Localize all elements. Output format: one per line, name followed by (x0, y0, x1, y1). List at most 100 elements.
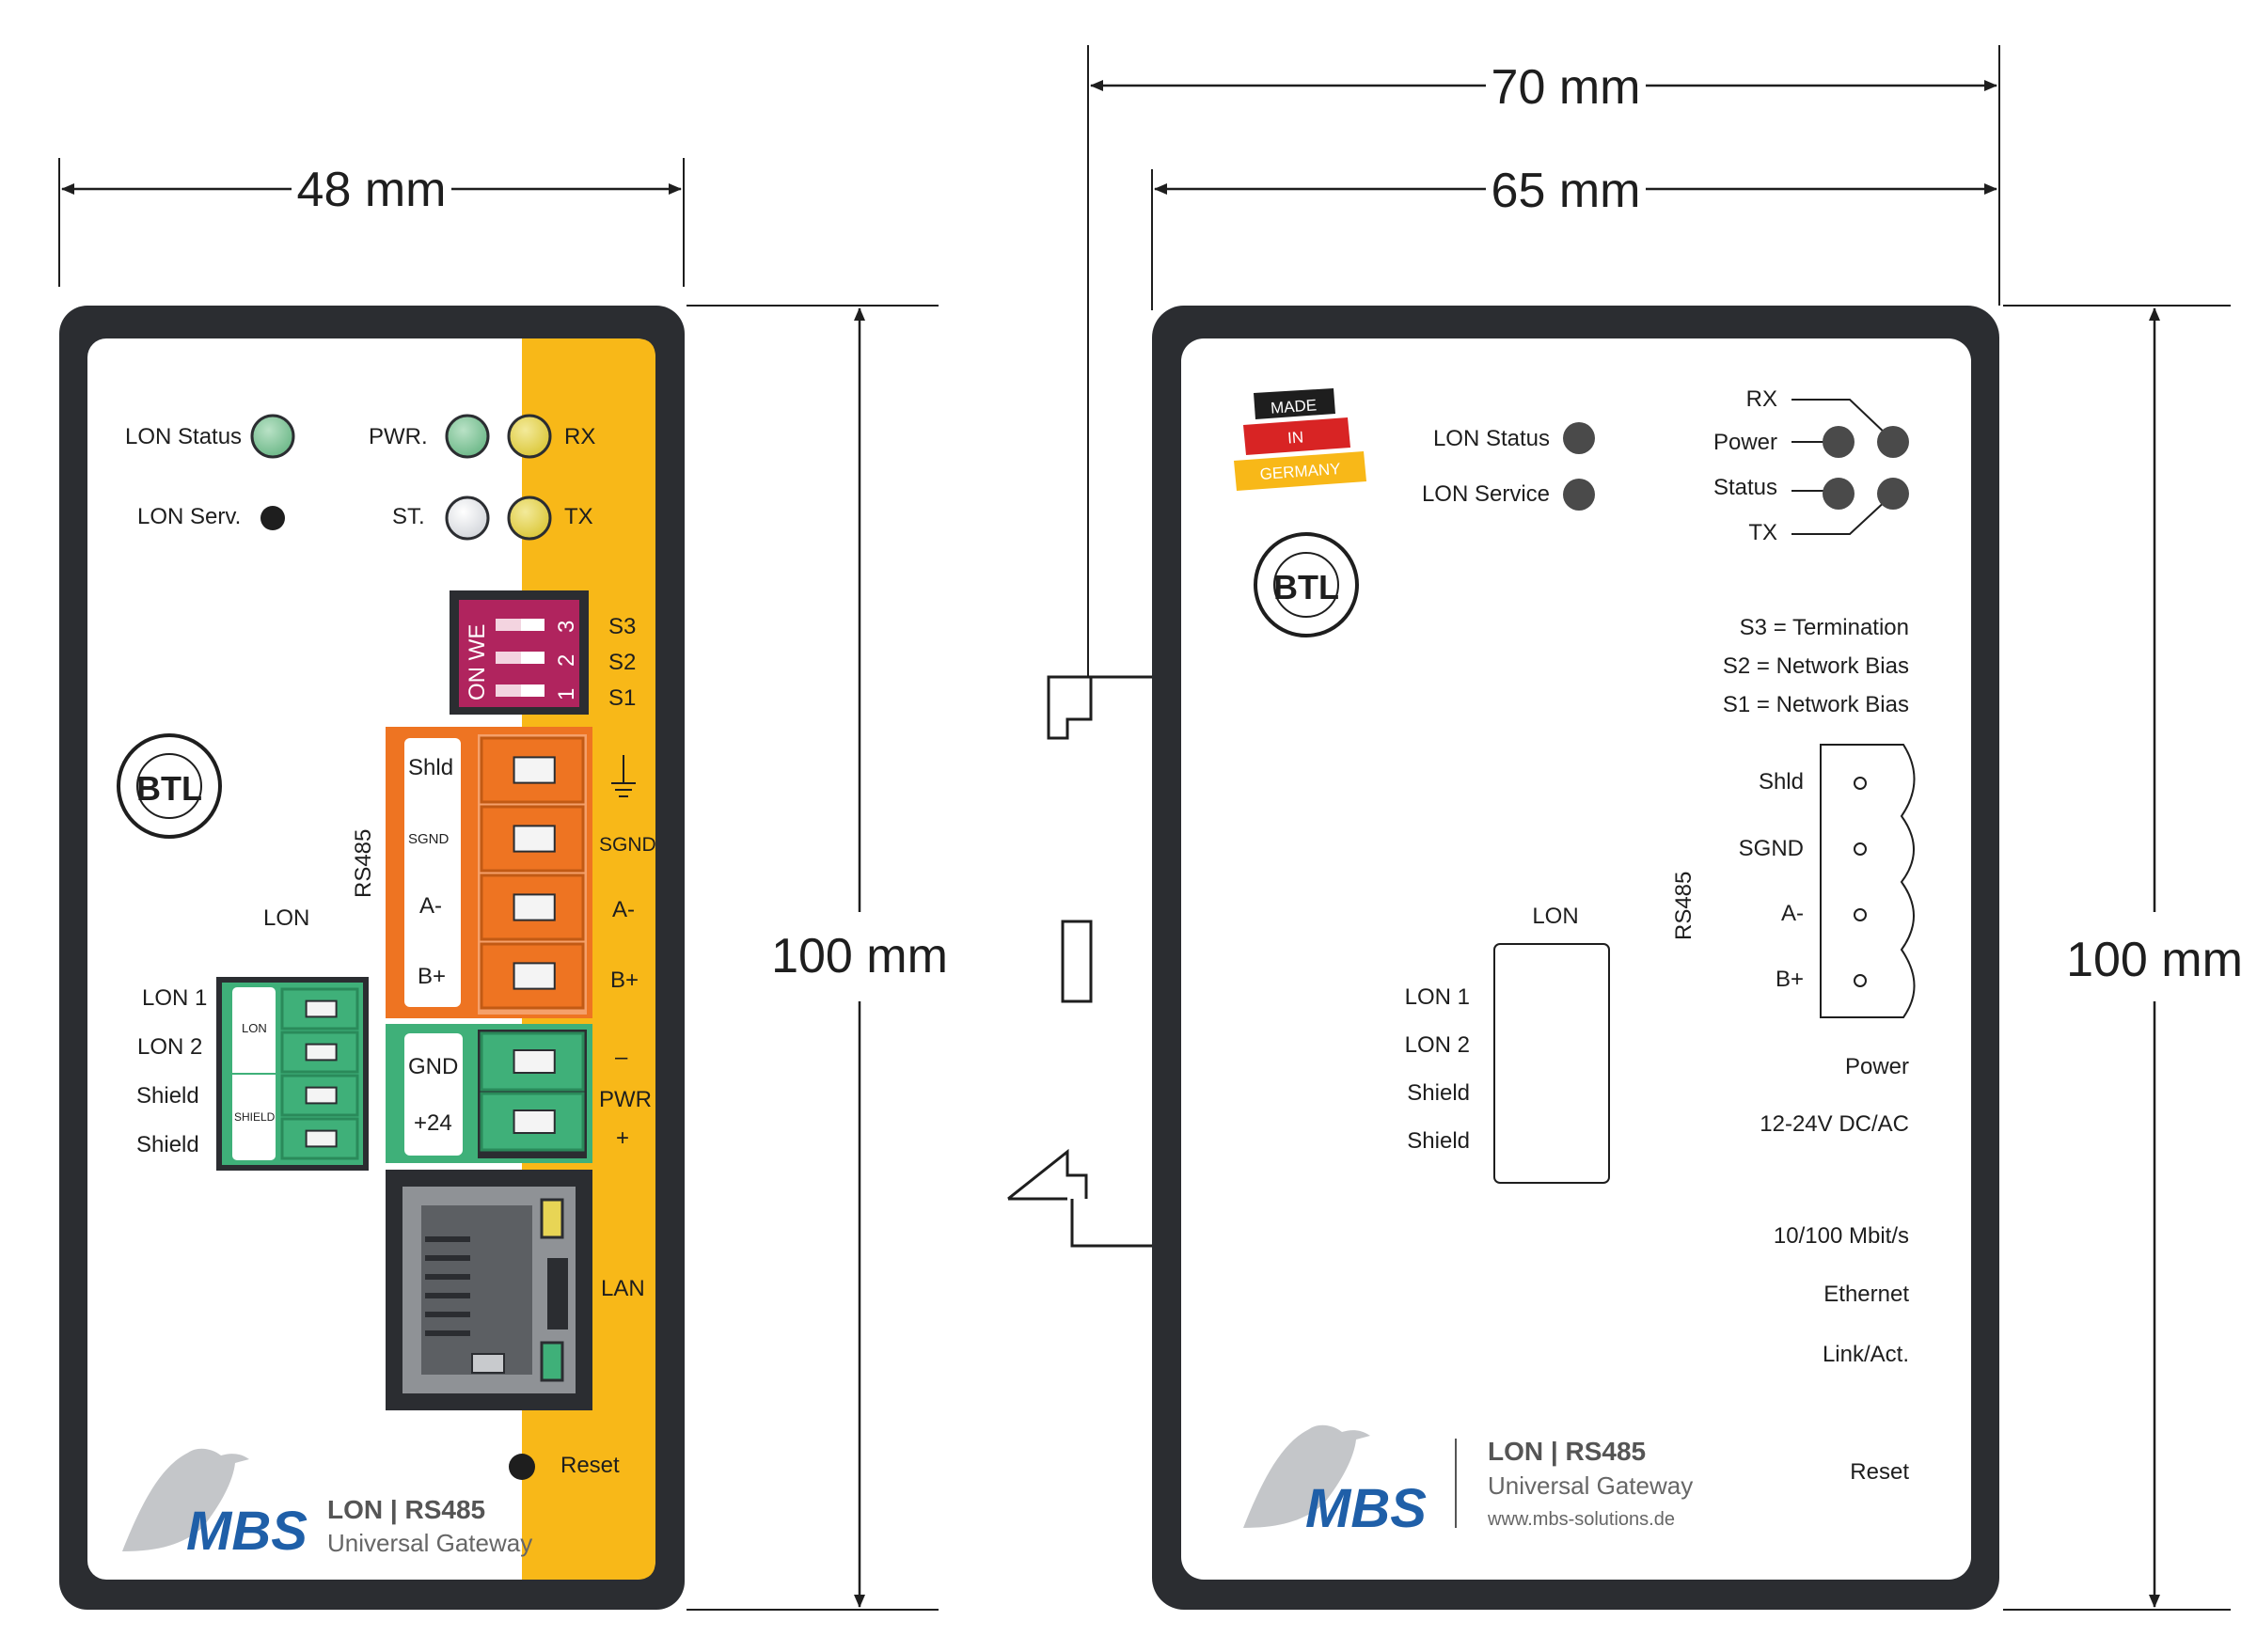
front-lon-plug-top: LON (242, 1021, 267, 1035)
dimension-front-width: 48 mm (58, 158, 685, 287)
dim-65mm-label: 65 mm (1492, 164, 1641, 218)
front-dip-num-1: 1 (554, 688, 579, 700)
front-lan-label: LAN (601, 1276, 645, 1301)
side-brand: MBS (1305, 1478, 1427, 1539)
front-lon-pin-lon1: LON 1 (142, 985, 207, 1011)
bird-icon (122, 1448, 249, 1551)
front-rs485-right-sgnd: SGND (599, 834, 656, 856)
lon-screw-slot[interactable] (280, 1031, 359, 1074)
side-rx-label: RX (1746, 386, 1777, 412)
side-legend-s3: S3 = Termination (1740, 615, 1909, 640)
front-rs485-pin-b: B+ (418, 964, 446, 989)
side-led-tx (1877, 478, 1909, 510)
side-lon-pin-lon1: LON 1 (1405, 984, 1470, 1010)
rs485-screw-slot[interactable] (480, 942, 585, 1010)
dimension-side-depth-total: 70 mm (1087, 45, 2000, 677)
front-dip-num-2: 2 (554, 654, 579, 667)
side-view: MADE IN GERMANY BTL LON Status LON Servi… (1007, 306, 1999, 1610)
side-led-power (1823, 426, 1855, 458)
front-led-pwr (445, 414, 490, 459)
front-dip-num-3: 3 (554, 621, 579, 633)
front-rs485-right-a: A- (612, 897, 635, 922)
side-lon-pin-shield2: Shield (1407, 1128, 1470, 1154)
front-led-tx (507, 496, 552, 541)
side-rs485-pin-b: B+ (1776, 967, 1804, 992)
side-subtitle: Universal Gateway (1488, 1471, 1693, 1500)
front-lon-pin-lon2: LON 2 (137, 1034, 202, 1060)
front-power-terminal[interactable] (386, 1024, 592, 1163)
side-led-rx (1877, 426, 1909, 458)
lon-screw-slot[interactable] (280, 1117, 359, 1160)
dim-48mm-label: 48 mm (297, 163, 447, 217)
dimension-front-height: 100 mm (687, 305, 948, 1611)
side-rs485-connector-outline (1820, 744, 1916, 1018)
side-power-label: Power (1713, 430, 1777, 455)
front-rs485-terminal[interactable] (386, 727, 592, 1018)
side-status-label: Status (1713, 475, 1777, 500)
front-dip-s1-label: S1 (608, 685, 636, 711)
side-rs485-title: RS485 (1671, 872, 1697, 940)
front-power-label: PWR (599, 1087, 652, 1112)
lan-led-yellow (540, 1198, 564, 1239)
front-rs485-pin-sgnd: SGND (408, 831, 450, 847)
side-power-title: Power (1845, 1054, 1909, 1079)
dim-70mm-label: 70 mm (1492, 60, 1641, 115)
front-rs485-pin-shld: Shld (408, 755, 453, 780)
bird-icon (1243, 1424, 1370, 1528)
side-tx-label: TX (1748, 520, 1777, 545)
side-rs485-pin-shld: Shld (1759, 769, 1804, 795)
front-reset-button[interactable] (509, 1454, 535, 1480)
front-rs485-right-b: B+ (610, 968, 639, 993)
side-rs485-pin-sgnd: SGND (1739, 836, 1804, 861)
in-label: IN (1286, 428, 1303, 447)
power-screw-slot[interactable] (480, 1092, 585, 1152)
front-power-pin-24: +24 (414, 1110, 452, 1136)
rs485-screw-slot[interactable] (480, 873, 585, 941)
side-rs485-hole-2 (1854, 842, 1867, 856)
side-lon-status-label: LON Status (1433, 426, 1550, 451)
front-power-minus: – (615, 1045, 628, 1070)
front-led-lon-status-label: LON Status (125, 424, 242, 449)
side-lon-service-label: LON Service (1422, 481, 1550, 507)
side-rs485-hole-3 (1854, 908, 1867, 921)
dim-front-100mm-label: 100 mm (771, 929, 948, 983)
ground-icon (611, 755, 636, 797)
front-lon-pin-shield1: Shield (136, 1083, 199, 1109)
side-ethernet-label: Ethernet (1823, 1282, 1909, 1307)
front-dip-switch[interactable]: ON WE 3 2 1 (450, 590, 589, 715)
side-lon-title: LON (1532, 904, 1578, 929)
btl-logo-front: BTL (117, 733, 222, 839)
front-rs485-pin-a: A- (419, 893, 442, 919)
front-lon-title: LON (263, 905, 309, 931)
front-lon-pin-shield2: Shield (136, 1132, 199, 1157)
front-led-pwr-label: PWR. (369, 424, 428, 449)
rs485-screw-slot[interactable] (480, 736, 585, 804)
front-product: LON | RS485 (327, 1495, 485, 1524)
side-lon-pin-lon2: LON 2 (1405, 1032, 1470, 1058)
side-rs485-hole-4 (1854, 974, 1867, 987)
side-legend-s2: S2 = Network Bias (1723, 653, 1909, 679)
front-power-plus: + (616, 1125, 629, 1151)
front-lon-service-button[interactable] (260, 506, 285, 530)
front-view: LON Status LON Serv. PWR. RX ST. TX ON W… (59, 306, 685, 1610)
power-screw-slot[interactable] (480, 1031, 585, 1092)
side-rs485-hole-1 (1854, 777, 1867, 790)
front-brand: MBS (186, 1501, 308, 1562)
front-lan-port[interactable] (386, 1170, 592, 1410)
front-led-tx-label: TX (564, 504, 593, 529)
side-legend-s1: S1 = Network Bias (1723, 692, 1909, 717)
side-rs485-pin-a: A- (1781, 901, 1804, 926)
front-lon-plug-bottom: SHIELD (234, 1110, 276, 1124)
side-led-status (1823, 478, 1855, 510)
front-led-st-label: ST. (392, 504, 425, 529)
front-led-rx (507, 414, 552, 459)
rs485-screw-slot[interactable] (480, 805, 585, 873)
dimension-side-height: 100 mm (2003, 305, 2243, 1611)
lon-screw-slot[interactable] (280, 987, 359, 1031)
side-reset-label: Reset (1850, 1459, 1909, 1485)
front-dip-s3-label: S3 (608, 614, 636, 639)
lon-screw-slot[interactable] (280, 1074, 359, 1117)
front-led-rx-label: RX (564, 424, 595, 449)
front-lon-terminal[interactable] (216, 977, 369, 1171)
